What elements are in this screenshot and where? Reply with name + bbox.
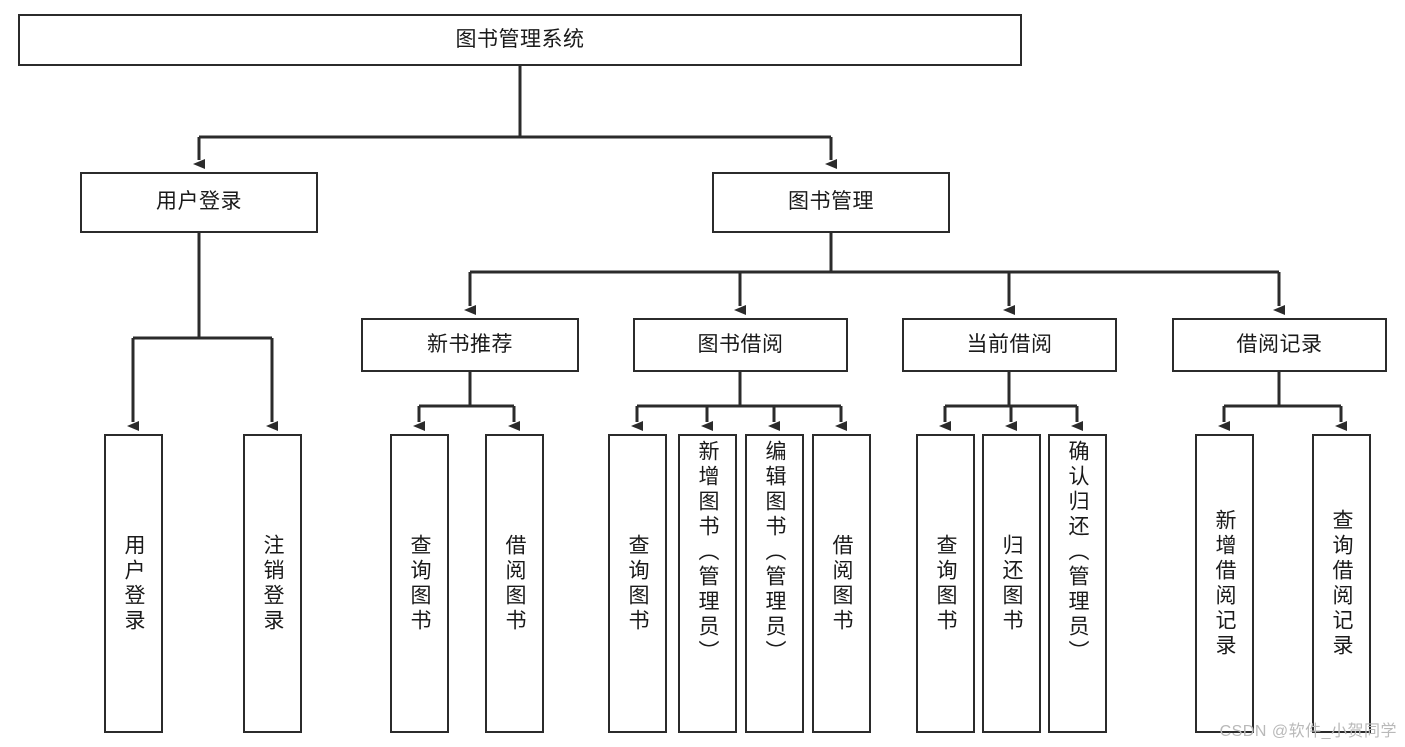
leaf-query-book-borrow[interactable]: 查询图书 — [608, 434, 667, 733]
node-book-management-label: 图书管理 — [788, 190, 874, 214]
leaf-edit-book-admin-label: 编辑图书（管理员） — [763, 440, 786, 665]
node-book-borrow-label: 图书借阅 — [697, 332, 784, 356]
leaf-logout[interactable]: 注销登录 — [243, 434, 302, 733]
leaf-add-borrow-record[interactable]: 新增借阅记录 — [1195, 434, 1254, 733]
leaf-query-book-recommend-label: 查询图书 — [408, 533, 431, 634]
connectors-root — [193, 66, 837, 169]
leaf-user-login[interactable]: 用户登录 — [104, 434, 163, 733]
leaf-return-book-label: 归还图书 — [1000, 533, 1023, 634]
connectors-new-books — [413, 372, 520, 431]
node-book-management[interactable]: 图书管理 — [712, 172, 950, 233]
node-user-login[interactable]: 用户登录 — [80, 172, 318, 233]
connectors-book-mgmt — [464, 233, 1285, 315]
leaf-borrow-book-recommend-label: 借阅图书 — [503, 533, 526, 634]
leaf-borrow-book-recommend[interactable]: 借阅图书 — [485, 434, 544, 733]
leaf-confirm-return-admin-label: 确认归还（管理员） — [1066, 440, 1089, 665]
connectors-user-login — [127, 233, 278, 431]
node-root[interactable]: 图书管理系统 — [18, 14, 1022, 66]
leaf-borrow-book[interactable]: 借阅图书 — [812, 434, 871, 733]
node-borrow-records[interactable]: 借阅记录 — [1172, 318, 1387, 372]
node-book-borrow[interactable]: 图书借阅 — [633, 318, 848, 372]
leaf-borrow-book-label: 借阅图书 — [830, 533, 853, 634]
leaf-query-borrow-record-label: 查询借阅记录 — [1330, 508, 1353, 659]
leaf-logout-label: 注销登录 — [261, 533, 284, 634]
connectors-current-borrow — [939, 372, 1083, 431]
node-current-borrow-label: 当前借阅 — [966, 332, 1053, 356]
node-new-book-recommend[interactable]: 新书推荐 — [361, 318, 579, 372]
leaf-user-login-label: 用户登录 — [122, 533, 145, 634]
node-root-label: 图书管理系统 — [455, 27, 585, 51]
node-borrow-records-label: 借阅记录 — [1236, 332, 1323, 356]
leaf-edit-book-admin[interactable]: 编辑图书（管理员） — [745, 434, 804, 733]
leaf-query-book-borrow-label: 查询图书 — [626, 533, 649, 634]
node-user-login-label: 用户登录 — [156, 190, 242, 214]
leaf-add-borrow-record-label: 新增借阅记录 — [1213, 508, 1236, 659]
leaf-query-book-current-label: 查询图书 — [934, 533, 957, 634]
connectors-borrow — [631, 372, 847, 431]
node-new-book-recommend-label: 新书推荐 — [427, 332, 513, 356]
node-current-borrow[interactable]: 当前借阅 — [902, 318, 1117, 372]
leaf-query-borrow-record[interactable]: 查询借阅记录 — [1312, 434, 1371, 733]
leaf-query-book-current[interactable]: 查询图书 — [916, 434, 975, 733]
leaf-confirm-return-admin[interactable]: 确认归还（管理员） — [1048, 434, 1107, 733]
connectors-records — [1218, 372, 1347, 431]
leaf-return-book[interactable]: 归还图书 — [982, 434, 1041, 733]
leaf-add-book-admin-label: 新增图书（管理员） — [696, 440, 719, 665]
leaf-add-book-admin[interactable]: 新增图书（管理员） — [678, 434, 737, 733]
leaf-query-book-recommend[interactable]: 查询图书 — [390, 434, 449, 733]
